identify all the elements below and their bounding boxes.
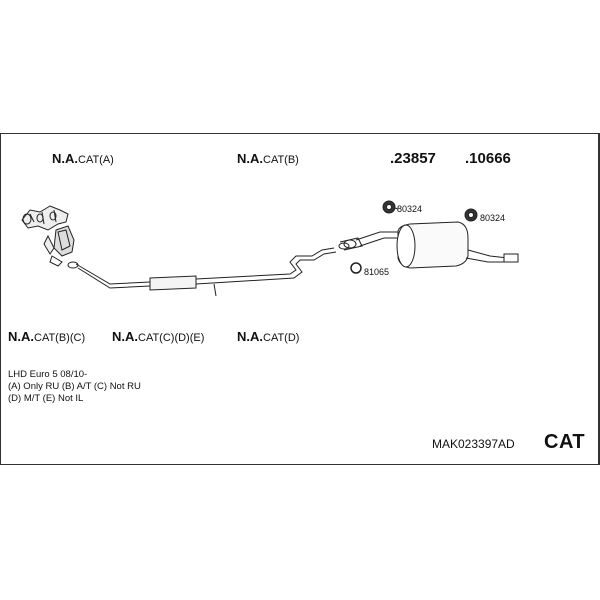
rubber-mount-left xyxy=(382,200,399,214)
rubber-mount-right xyxy=(464,208,478,222)
fitment-notes: LHD Euro 5 08/10- (A) Only RU (B) A/T (C… xyxy=(8,369,141,405)
kit-code: MAK023397AD xyxy=(432,437,515,451)
part-number-81065: 81065 xyxy=(364,267,390,277)
catalytic-converter xyxy=(43,225,75,267)
brand-name: CAT xyxy=(544,431,586,453)
note-line: (D) M/T (E) Not IL xyxy=(8,393,84,404)
note-line: LHD Euro 5 08/10- xyxy=(8,369,88,380)
rear-pipe xyxy=(355,231,398,247)
part-number-80324-left: 80324 xyxy=(397,204,423,214)
frame-left-border xyxy=(0,133,1,465)
rear-muffler xyxy=(396,221,519,269)
exhaust-system-drawing xyxy=(21,200,519,297)
label-cat-cde: N.A.CAT(C)(D)(E) xyxy=(112,329,205,344)
label-cat-a: N.A.CAT(A) xyxy=(52,151,114,166)
middle-pipe xyxy=(195,247,337,297)
part-number-10666: .10666 xyxy=(465,150,511,167)
front-pipe xyxy=(67,261,151,289)
frame-right-border xyxy=(598,133,600,465)
note-line: (A) Only RU (B) A/T (C) Not RU xyxy=(8,381,141,392)
label-cat-d: N.A.CAT(D) xyxy=(237,329,300,344)
middle-silencer xyxy=(149,275,197,291)
label-cat-bc: N.A.CAT(B)(C) xyxy=(8,329,86,344)
part-number-23857: .23857 xyxy=(390,150,436,167)
part-number-80324-right: 80324 xyxy=(480,213,506,223)
pipe-clamp xyxy=(338,237,363,251)
exhaust-manifold xyxy=(21,205,69,231)
label-cat-b: N.A.CAT(B) xyxy=(237,151,299,166)
diagram-frame xyxy=(0,133,598,465)
gasket-ring xyxy=(350,262,362,274)
